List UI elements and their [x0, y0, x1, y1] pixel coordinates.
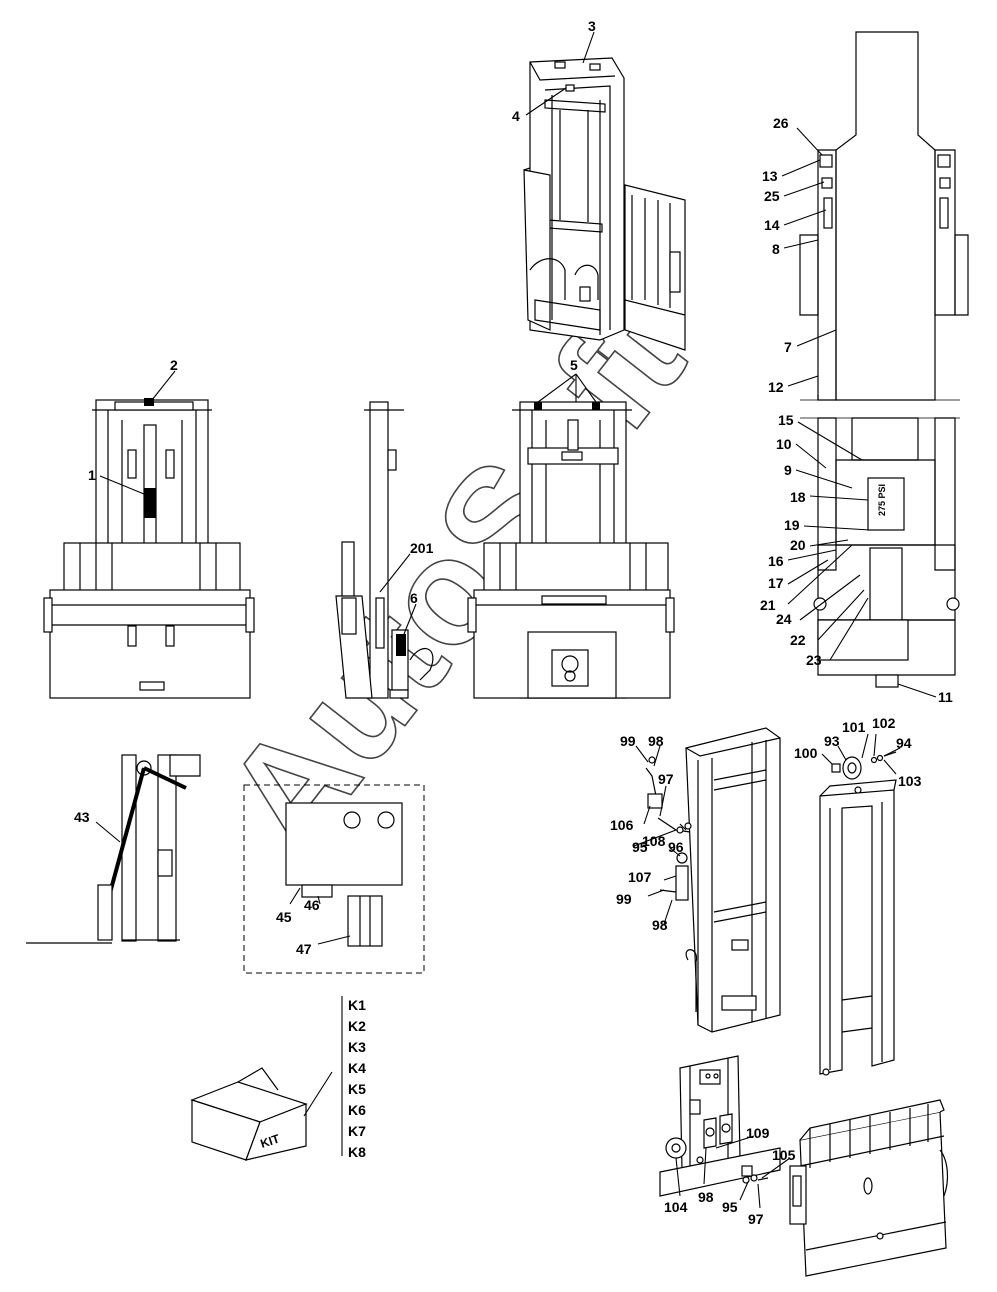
callout-100: 100: [794, 745, 818, 761]
callout-105: 105: [772, 1147, 796, 1163]
detail-box: [243, 784, 425, 974]
callout-10: 10: [776, 436, 792, 452]
callout-1: 1: [88, 467, 96, 483]
callout-23: 23: [806, 652, 822, 668]
mast-side-view: [335, 401, 434, 699]
callout-106: 106: [610, 817, 634, 833]
callout-45: 45: [276, 909, 292, 925]
callout-104: 104: [664, 1199, 688, 1215]
callout-94: 94: [896, 735, 912, 751]
callout-101: 101: [842, 719, 866, 735]
callout-21: 21: [760, 597, 776, 613]
kit-item-k7: K7: [348, 1123, 366, 1139]
kit-item-k2: K2: [348, 1018, 366, 1034]
callout-46: 46: [304, 897, 320, 913]
callout-97-bottom: 97: [748, 1211, 764, 1227]
mast-front-view: [43, 398, 255, 699]
kit-item-k6: K6: [348, 1102, 366, 1118]
callout-19: 19: [784, 517, 800, 533]
callout-11: 11: [938, 689, 953, 705]
kit-item-k1: K1: [348, 997, 366, 1013]
callout-24: 24: [776, 611, 792, 627]
kit-list: K1 K2 K3 K4 K5 K6 K7 K8: [348, 997, 366, 1160]
kit-item-k4: K4: [348, 1060, 366, 1076]
callout-96: 96: [668, 839, 684, 855]
callout-98-mid: 98: [652, 917, 668, 933]
callout-109: 109: [746, 1125, 770, 1141]
callout-14: 14: [764, 217, 780, 233]
kit-item-k5: K5: [348, 1081, 366, 1097]
callout-99-mid: 99: [616, 891, 632, 907]
mast-isometric-view: [523, 57, 686, 351]
callout-9: 9: [784, 462, 792, 478]
inner-upright-exploded: [645, 727, 781, 1033]
callout-8: 8: [772, 241, 780, 257]
callout-7: 7: [784, 339, 792, 355]
cylinder-cross-section: 275 PSI: [799, 31, 969, 688]
callout-13: 13: [762, 168, 778, 184]
callout-98-top: 98: [648, 733, 664, 749]
callout-107: 107: [628, 869, 652, 885]
callout-17: 17: [768, 575, 784, 591]
callout-22: 22: [790, 632, 806, 648]
callout-93: 93: [824, 733, 840, 749]
callout-95-top: 95: [632, 839, 648, 855]
chain-side-view: [26, 754, 201, 944]
kit-box: KIT: [190, 996, 343, 1161]
callout-25: 25: [764, 188, 780, 204]
callout-16: 16: [768, 553, 784, 569]
kit-item-k3: K3: [348, 1039, 366, 1055]
callout-95-bottom: 95: [722, 1199, 738, 1215]
callout-18: 18: [790, 489, 806, 505]
fork-frame-exploded: [789, 1099, 949, 1277]
callout-6: 6: [410, 590, 418, 606]
carriage-exploded: [659, 1055, 781, 1197]
callout-47: 47: [296, 941, 312, 957]
callout-3: 3: [588, 18, 596, 34]
callout-4: 4: [512, 108, 520, 124]
callout-5: 5: [570, 357, 578, 373]
callout-99-top: 99: [620, 733, 636, 749]
outer-upright-exploded: [819, 751, 897, 1076]
callout-26: 26: [773, 115, 789, 131]
callout-108-text: 108: [642, 833, 666, 849]
callout-12: 12: [768, 379, 784, 395]
pressure-marking: 275 PSI: [877, 484, 887, 516]
callout-103: 103: [898, 773, 922, 789]
mast-front-view-rear: [467, 401, 675, 699]
kit-item-k8: K8: [348, 1144, 366, 1160]
callout-15: 15: [778, 412, 794, 428]
callout-201: 201: [410, 540, 434, 556]
kit-box-label: KIT: [259, 1131, 282, 1150]
callout-98-bottom: 98: [698, 1189, 714, 1205]
callout-43: 43: [74, 809, 90, 825]
callout-102: 102: [872, 715, 896, 731]
callout-2: 2: [170, 357, 178, 373]
callout-20: 20: [790, 537, 806, 553]
callout-97-top: 97: [658, 771, 674, 787]
